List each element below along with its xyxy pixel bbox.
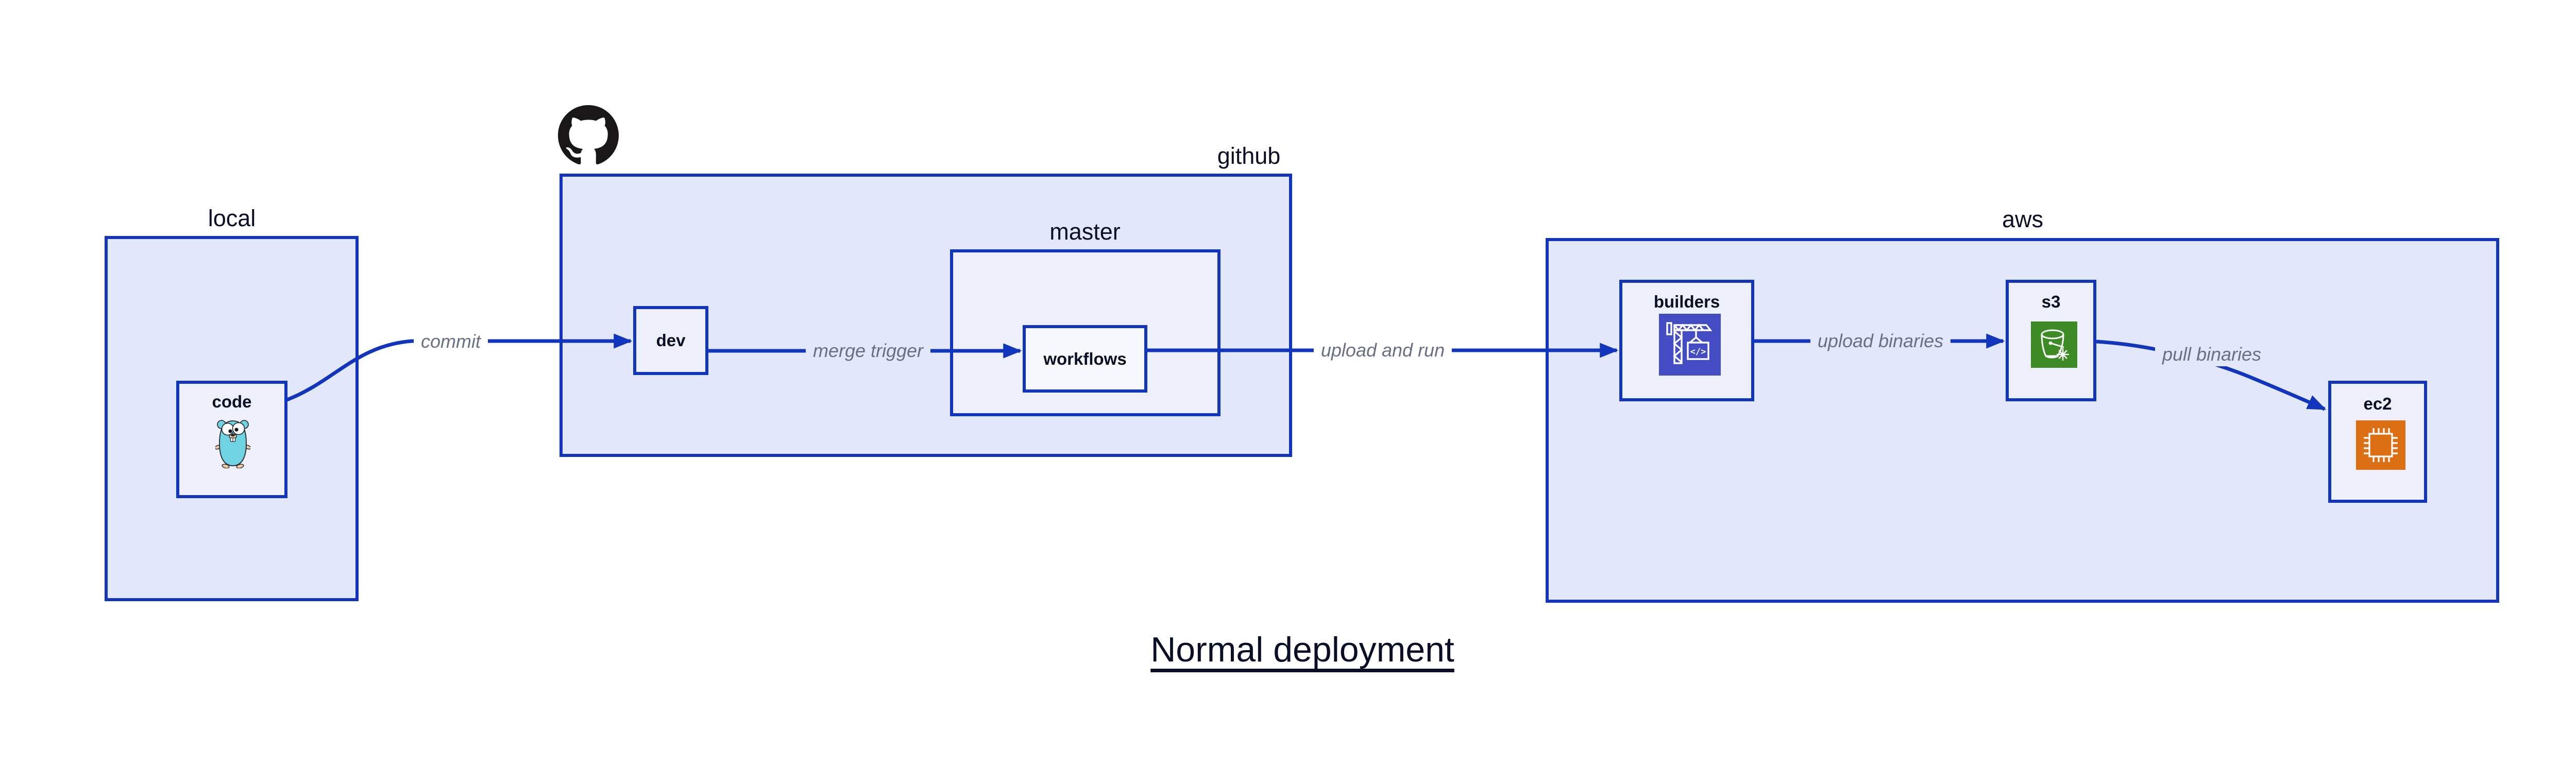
github-octocat-icon <box>557 105 619 166</box>
edge-label-commit: commit <box>414 330 488 353</box>
aws-s3-glacier-icon <box>2031 321 2077 368</box>
local-container-label: local <box>208 205 256 231</box>
aws-container-label: aws <box>2002 206 2044 232</box>
workflows-node: workflows <box>1023 325 1147 393</box>
workflows-node-label: workflows <box>1043 349 1127 368</box>
aws-codebuild-icon: </> <box>1659 314 1721 376</box>
edge-label-upload-binaries: upload binaries <box>1810 329 1951 353</box>
github-container-label: github <box>1217 143 1281 169</box>
code-node: code <box>176 381 287 498</box>
go-gopher-icon <box>214 417 251 469</box>
ec2-node: ec2 <box>2328 381 2427 503</box>
dev-node: dev <box>633 306 708 375</box>
edge-label-merge-trigger: merge trigger <box>805 339 931 363</box>
s3-node-label: s3 <box>2041 292 2061 311</box>
s3-node: s3 <box>2006 280 2096 401</box>
edge-label-upload-and-run: upload and run <box>1313 338 1452 362</box>
master-container-label: master <box>1049 218 1121 245</box>
code-node-label: code <box>212 392 252 411</box>
diagram-title: Normal deployment <box>1150 630 1454 669</box>
edge-label-pull-binaries: pull binaries <box>2155 343 2269 366</box>
builders-node: builders </> <box>1619 280 1754 401</box>
aws-ec2-icon <box>2356 420 2405 470</box>
builders-node-label: builders <box>1653 292 1720 311</box>
svg-text:</>: </> <box>1690 347 1706 357</box>
ec2-node-label: ec2 <box>2363 394 2392 413</box>
dev-node-label: dev <box>656 331 686 350</box>
